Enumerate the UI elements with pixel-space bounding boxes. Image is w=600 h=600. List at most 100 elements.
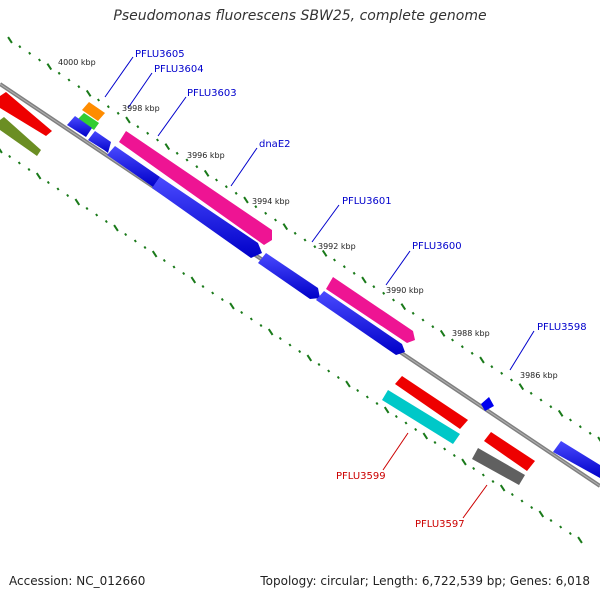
minor-tick [470,351,474,355]
minor-tick [162,258,166,263]
major-tick [243,196,249,204]
minor-tick [85,206,89,211]
feature-tracks [0,92,600,485]
minor-tick [411,311,415,315]
green-feature [78,113,99,130]
minor-tick [201,284,205,289]
gene-label-forward[interactable]: PFLU3598 [537,322,587,333]
major-tick [282,223,289,231]
minor-tick [46,180,50,185]
minor-tick [404,421,408,425]
minor-tick [569,418,572,422]
minor-tick [156,138,159,142]
major-tick [461,458,467,466]
minor-tick [382,291,386,295]
minor-tick [146,131,150,135]
minor-tick [333,258,336,262]
blue-feature-3 [107,146,160,187]
minor-tick [433,440,437,445]
pink-feature-2 [326,277,415,343]
red-feature-2 [484,432,535,471]
red-feature-1 [395,376,468,429]
minor-tick [356,388,360,393]
minor-tick [182,271,186,276]
gene-label-forward[interactable]: PFLU3604 [154,64,204,75]
cyan-feature [382,390,460,444]
gene-label-forward[interactable]: dnaE2 [259,139,291,150]
gene-label-forward[interactable]: PFLU3605 [135,49,185,60]
minor-tick [240,310,244,315]
ruler-label: 3998 kbp [122,104,160,113]
minor-tick [431,325,435,329]
outer-tick-row [7,36,600,442]
gray-feature [472,448,525,485]
major-tick [499,484,506,492]
minor-tick [460,345,464,349]
minor-tick [394,414,398,419]
minor-tick [481,473,485,477]
blue-feature-5 [258,253,320,299]
minor-tick [510,492,514,497]
minor-tick [303,238,307,242]
ruler-label: 3990 kbp [386,286,424,295]
major-tick [439,329,446,337]
minor-tick [28,51,32,55]
ruler-labels: 4000 kbp 3998 kbp 3996 kbp 3994 kbp 3992… [58,58,558,380]
minor-tick [220,297,224,302]
minor-tick [211,291,215,295]
minor-tick [254,205,258,209]
major-tick [113,224,119,232]
minor-tick [185,158,189,162]
minor-tick [510,378,513,382]
minor-tick [313,245,317,249]
gene-label-forward[interactable]: PFLU3600 [412,241,462,252]
minor-tick [451,338,454,342]
major-tick [518,383,525,391]
major-tick [577,536,583,544]
major-tick [597,436,600,442]
minor-tick [136,125,140,129]
ruler-label: 3994 kbp [252,197,290,206]
minor-tick [234,191,238,195]
major-tick [35,172,42,180]
blue-feature-1 [67,116,92,137]
gene-label-reverse[interactable]: PFLU3599 [336,471,386,482]
major-tick [85,89,92,97]
minor-tick [443,447,447,451]
major-tick [125,116,131,124]
label-leaders [104,56,535,519]
minor-tick [215,178,218,182]
gene-label-reverse[interactable]: PFLU3597 [415,519,465,530]
minor-tick [77,85,81,89]
major-tick [557,409,564,417]
minor-tick [491,479,495,484]
major-tick [345,380,351,388]
minor-tick [116,111,120,115]
minor-tick [67,78,71,82]
blue-feature-small [481,397,494,411]
minor-tick [264,211,268,215]
gene-labels: PFLU3605 PFLU3604 PFLU3603 dnaE2 PFLU360… [135,49,587,530]
gene-label-forward[interactable]: PFLU3601 [342,196,392,207]
minor-tick [298,349,302,354]
minor-tick [559,525,563,529]
major-tick [74,198,81,206]
ruler-label: 3988 kbp [452,329,490,338]
minor-tick [106,105,110,109]
minor-tick [259,323,263,328]
minor-tick [97,98,100,102]
minor-tick [490,365,494,369]
minor-tick [17,161,21,165]
minor-tick [365,395,369,399]
gene-label-forward[interactable]: PFLU3603 [187,88,237,99]
minor-tick [195,165,199,169]
minor-tick [224,185,228,189]
inner-tick-row [0,148,583,544]
major-tick [164,143,171,151]
minor-tick [57,71,61,75]
minor-tick [18,45,22,49]
major-tick [479,356,485,364]
minor-tick [288,343,292,347]
minor-tick [95,213,99,217]
